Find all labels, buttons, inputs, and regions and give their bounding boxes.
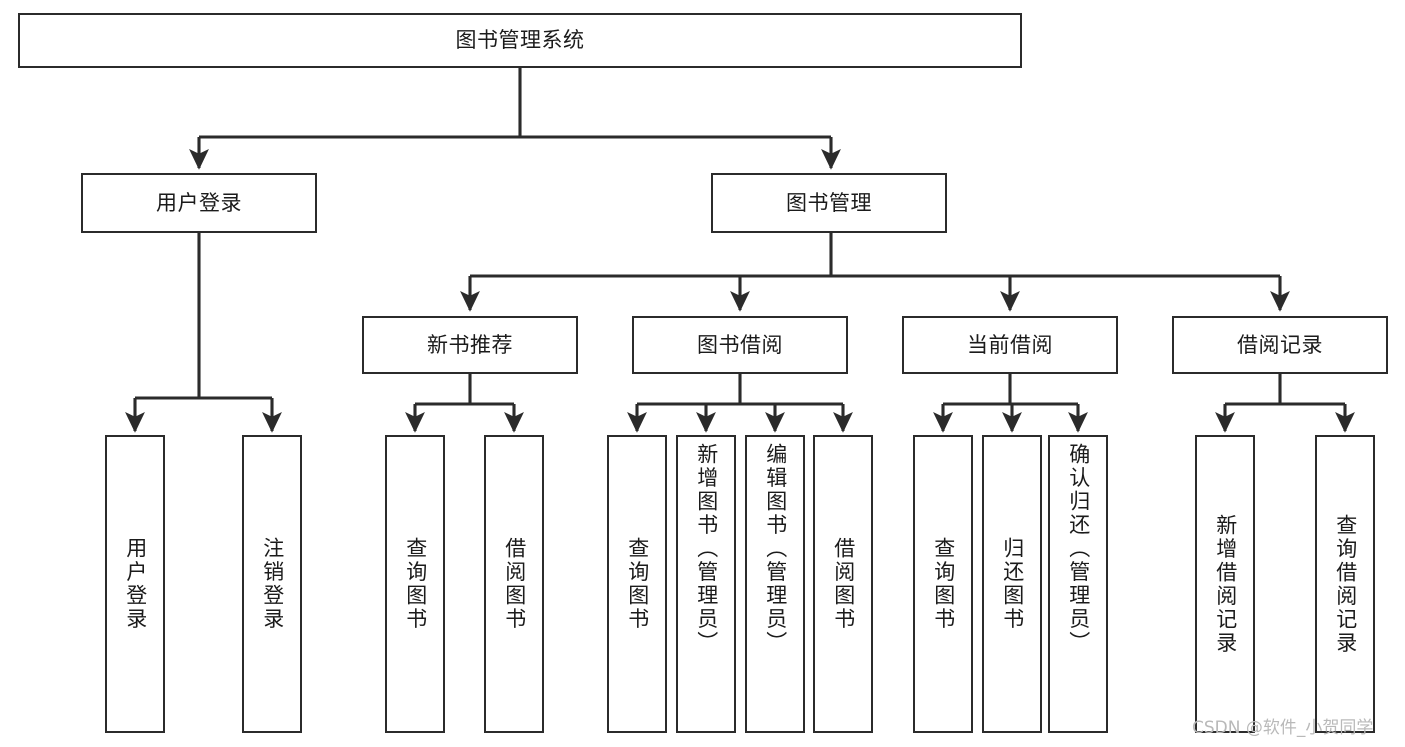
node-label: 图书借阅	[697, 332, 783, 357]
node-label: 借阅记录	[1237, 332, 1323, 357]
watermark: CSDN @软件_小贺同学	[1192, 718, 1374, 738]
node-label: 借阅图书	[831, 537, 856, 631]
leaf-new-book-query[interactable]: 查询图书	[385, 435, 445, 733]
node-label: 查询图书	[403, 537, 428, 631]
node-label: 新书推荐	[427, 332, 513, 357]
node-label: 图书管理	[786, 190, 872, 215]
node-label: 图书管理系统	[455, 28, 585, 53]
node-user-login[interactable]: 用户登录	[81, 173, 317, 233]
leaf-current-return-book[interactable]: 归还图书	[982, 435, 1042, 733]
node-label: 查询图书	[931, 537, 956, 631]
node-label: 借阅图书	[502, 537, 527, 631]
leaf-borrow-add-book-admin[interactable]: 新增图书（管理员）	[676, 435, 736, 733]
node-label: 新增借阅记录	[1213, 513, 1238, 655]
leaf-current-confirm-return-admin[interactable]: 确认归还（管理员）	[1048, 435, 1108, 733]
node-book-management[interactable]: 图书管理	[711, 173, 947, 233]
leaf-user-login-logout[interactable]: 注销登录	[242, 435, 302, 733]
leaf-borrow-borrow-book[interactable]: 借阅图书	[813, 435, 873, 733]
node-label: 归还图书	[1000, 537, 1025, 631]
leaf-records-add-record[interactable]: 新增借阅记录	[1195, 435, 1255, 733]
node-label: 用户登录	[123, 537, 148, 631]
node-label: 确认归还（管理员）	[1066, 443, 1091, 655]
leaf-user-login-login[interactable]: 用户登录	[105, 435, 165, 733]
leaf-new-book-borrow[interactable]: 借阅图书	[484, 435, 544, 733]
node-label: 用户登录	[156, 190, 242, 215]
node-label: 查询借阅记录	[1333, 513, 1358, 655]
node-label: 新增图书（管理员）	[694, 443, 719, 655]
leaf-borrow-edit-book-admin[interactable]: 编辑图书（管理员）	[745, 435, 805, 733]
node-book-borrow[interactable]: 图书借阅	[632, 316, 848, 374]
node-borrow-records[interactable]: 借阅记录	[1172, 316, 1388, 374]
node-label: 注销登录	[260, 537, 285, 631]
node-new-book-recommend[interactable]: 新书推荐	[362, 316, 578, 374]
node-label: 编辑图书（管理员）	[763, 443, 788, 655]
node-label: 当前借阅	[967, 332, 1053, 357]
leaf-borrow-query-book[interactable]: 查询图书	[607, 435, 667, 733]
leaf-current-query-book[interactable]: 查询图书	[913, 435, 973, 733]
node-current-borrow[interactable]: 当前借阅	[902, 316, 1118, 374]
leaf-records-query-record[interactable]: 查询借阅记录	[1315, 435, 1375, 733]
node-root-system[interactable]: 图书管理系统	[18, 13, 1022, 68]
node-label: 查询图书	[625, 537, 650, 631]
